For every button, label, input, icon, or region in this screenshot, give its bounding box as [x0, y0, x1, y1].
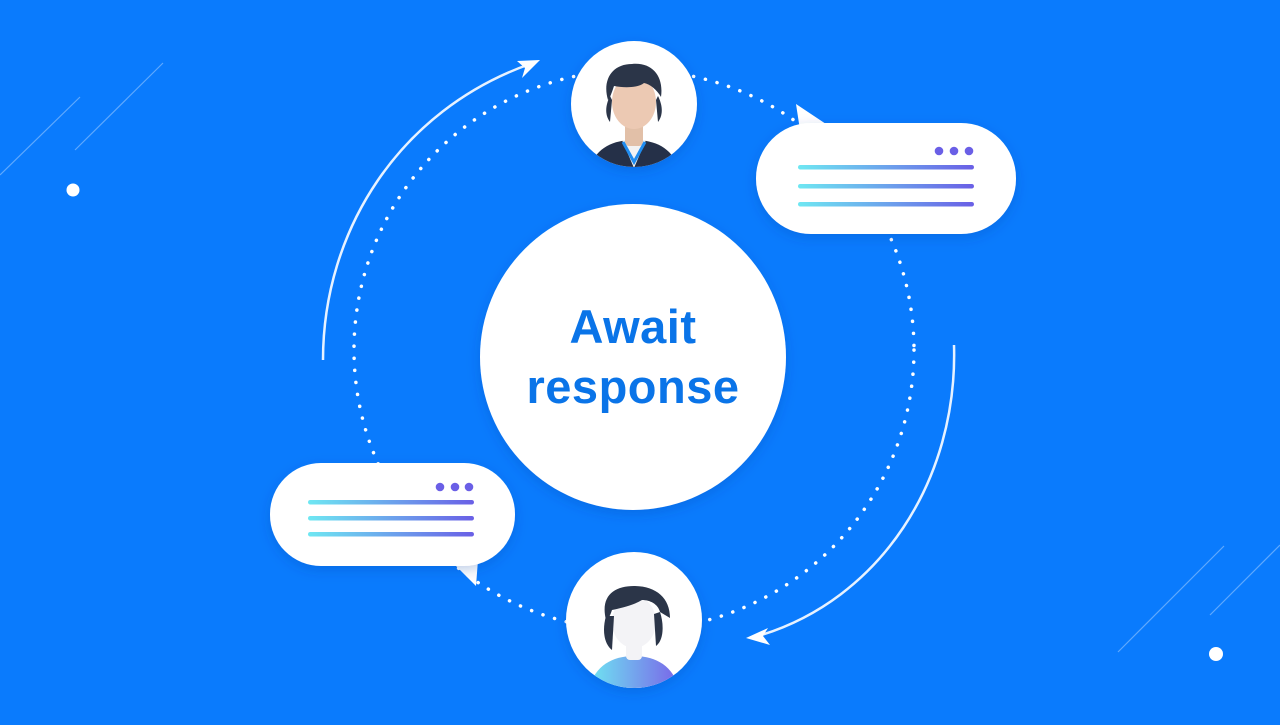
man-avatar-icon — [571, 41, 697, 167]
bottom-chat-bubble-icon — [270, 463, 515, 586]
center-label-line1: Await — [569, 299, 697, 353]
center-label-line2: response — [526, 360, 740, 413]
center-label: Await response — [480, 204, 786, 510]
woman-avatar-icon — [566, 552, 702, 688]
center-circle — [480, 204, 786, 510]
top-chat-bubble-icon — [756, 104, 1016, 234]
curved-arrow-top-icon — [321, 60, 540, 361]
curved-arrow-bottom-icon — [746, 344, 956, 645]
decoration-top-left — [0, 62, 164, 197]
decoration-bottom-right — [1117, 544, 1280, 661]
